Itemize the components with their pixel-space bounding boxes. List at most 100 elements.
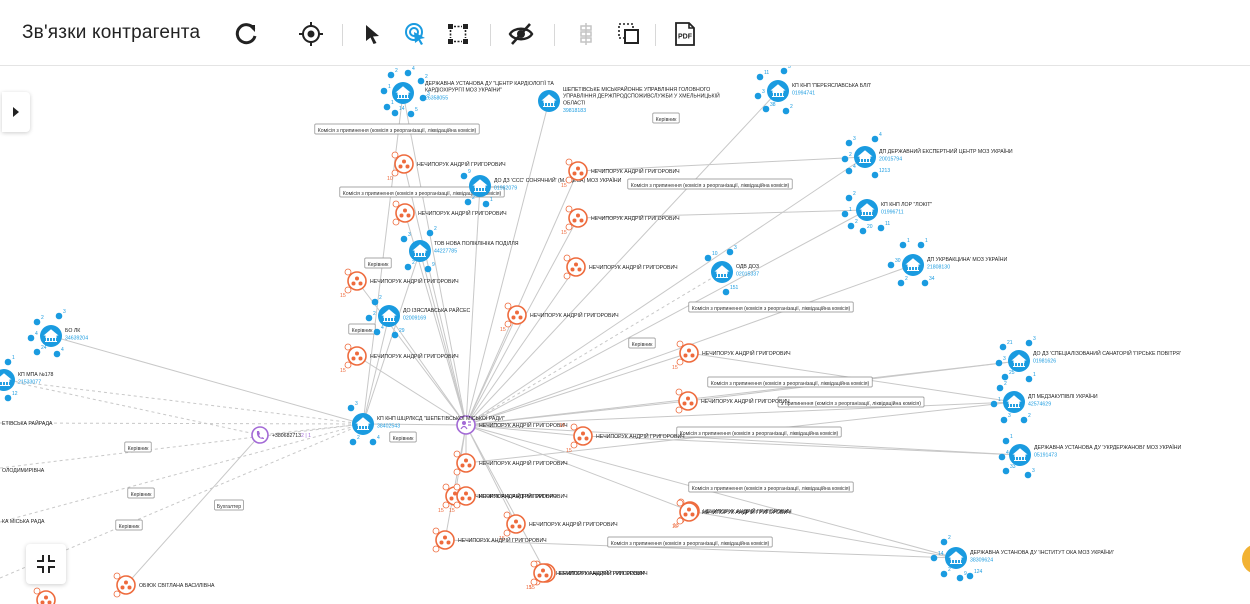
collapse-view-button[interactable] <box>26 544 66 584</box>
pointer-mode-button[interactable] <box>357 19 387 49</box>
edge-label-text: Комісія з припинення (комісія з реоргані… <box>611 540 770 547</box>
connection-count-label: 3 <box>853 136 856 142</box>
node-count: 15 <box>340 368 346 374</box>
person-head-icon <box>460 463 465 468</box>
connection-count-dot <box>344 361 352 369</box>
building-icon <box>859 203 875 217</box>
person-head-icon <box>517 524 522 529</box>
node-label: НЕЧИПОРУК АНДРІЙ ГРИГОРОВИЧ <box>468 492 557 500</box>
edge-line <box>465 170 579 426</box>
connection-count-dot <box>996 384 1004 392</box>
graph-node-obiuk[interactable]: ОБІЮК СВІТЛАНА ВАСИЛІВНА <box>113 572 215 598</box>
align-button[interactable] <box>571 19 601 49</box>
pdf-export-button[interactable]: PDF <box>670 19 700 49</box>
floating-action-badge[interactable] <box>1242 544 1250 574</box>
hide-nodes-button[interactable] <box>506 19 536 49</box>
connection-count-dot <box>675 406 683 414</box>
link-graph[interactable]: Комісія з припинення (комісія з реоргані… <box>0 66 1250 604</box>
group-select-button[interactable] <box>614 19 644 49</box>
sidebar-toggle-button[interactable] <box>2 92 30 132</box>
node-count: 15 <box>529 585 535 591</box>
connection-count-dot <box>391 169 399 177</box>
page-title: Зв'язки контрагента <box>22 22 201 43</box>
connection-count-dot <box>417 77 425 85</box>
person-head-icon <box>577 267 582 272</box>
connection-count-dot <box>442 483 450 491</box>
center-target-button[interactable] <box>296 19 326 49</box>
connection-count-dot <box>365 314 373 322</box>
graph-canvas[interactable]: Комісія з припинення (комісія з реоргані… <box>0 66 1250 604</box>
click-select-button[interactable] <box>401 19 431 49</box>
node-code: 21808130 <box>927 265 950 271</box>
node-count: 13 <box>673 523 679 529</box>
connection-count-dot <box>1001 373 1009 381</box>
edge-label-text: Комісія з припинення (комісія з реоргані… <box>343 190 502 197</box>
edge-line <box>444 539 957 559</box>
person-head-icon <box>518 315 523 320</box>
connection-count-label: 4 <box>35 331 38 337</box>
connection-count-dot <box>563 272 571 280</box>
connection-count-label: 24 <box>41 345 47 351</box>
select-click-icon <box>405 23 425 45</box>
refresh-button[interactable] <box>232 19 262 49</box>
node-label: БО ЛК <box>65 328 80 334</box>
connection-count-dot <box>453 450 461 458</box>
node-code: 01981626 <box>1033 359 1056 365</box>
person-head-icon <box>515 310 519 315</box>
graph-node-p_bottom_left[interactable] <box>33 587 56 604</box>
connection-count-label: 3 <box>1033 336 1036 342</box>
person-head-icon <box>446 540 451 545</box>
graph-node-p10[interactable]: НЕЧИПОРУК АНДРІЙ ГРИГОРОВИЧ <box>675 388 790 414</box>
graph-node-p15[interactable]: НЕЧИПОРУК АНДРІЙ ГРИГОРОВИЧ <box>432 527 547 553</box>
edge-label: Комісія з припинення (комісія з реоргані… <box>627 178 793 190</box>
node-code: 20015794 <box>879 157 902 163</box>
offscreen-node-label: ОЛОДИМИРІВНА <box>2 468 45 474</box>
toolbar-divider <box>342 24 343 46</box>
graph-node-shepet_upr[interactable]: ШЕПЕТІВСЬКЕ МІСЬКРАЙОННЕ УПРАВЛІННЯ ГОЛО… <box>538 85 720 114</box>
connection-count-label: 2 <box>1028 413 1031 419</box>
marquee-select-button[interactable] <box>443 19 473 49</box>
edge-line <box>577 156 866 172</box>
edge-labels-layer: Комісія з припинення (комісія з реоргані… <box>115 112 925 548</box>
connection-count-dot <box>503 511 511 519</box>
connection-count-dot <box>930 554 938 562</box>
person-head-icon <box>537 573 542 578</box>
connection-count-label: 9 <box>964 571 967 577</box>
graph-node-p12[interactable]: НЕЧИПОРУК АНДРІЙ ГРИГОРОВИЧ <box>453 450 568 476</box>
building-icon <box>1006 395 1022 409</box>
graph-node-p2[interactable]: НЕЧИПОРУК АНДРІЙ ГРИГОРОВИЧ <box>392 200 507 226</box>
connection-count-dot <box>344 343 352 351</box>
graph-node-p7[interactable]: НЕЧИПОРУК АНДРІЙ ГРИГОРОВИЧ <box>563 254 678 280</box>
edge-label-box <box>707 376 873 388</box>
